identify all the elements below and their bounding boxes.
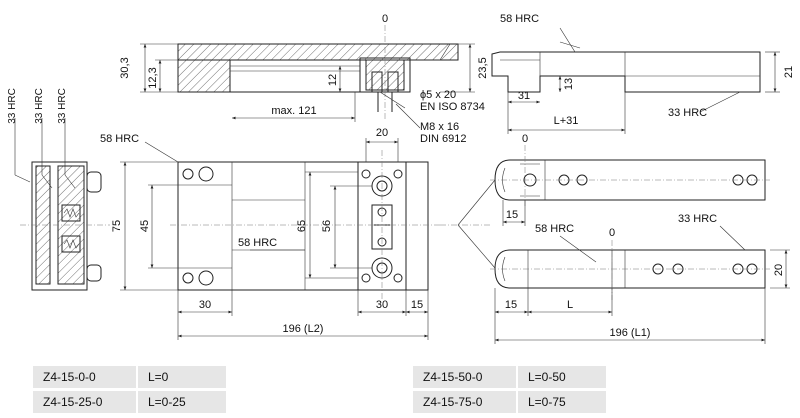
label-hrc33-b: 33 HRC xyxy=(34,88,45,124)
table-row-1-model: Z4-15-0-0 xyxy=(33,366,136,388)
label-pin-spec: ϕ5 x 20 xyxy=(420,89,456,101)
label-dim-13: 13 xyxy=(563,78,575,90)
label-dim-12-3: 12,3 xyxy=(147,67,159,88)
label-hrc58-top-right: 58 HRC xyxy=(500,13,539,25)
side-view-top-right xyxy=(491,27,780,134)
label-dim-20-top: 20 xyxy=(376,127,388,139)
table-row-1-range: L=0 xyxy=(138,366,226,388)
label-dim-15-rod-1: 15 xyxy=(506,209,518,221)
rod-view-2 xyxy=(490,225,790,344)
label-dim-45: 45 xyxy=(139,220,151,232)
label-dim-20-rod-2: 20 xyxy=(773,264,785,276)
label-dim-21: 21 xyxy=(783,66,795,78)
label-dim-12: 12 xyxy=(327,74,339,86)
label-dim-65: 65 xyxy=(296,220,308,232)
label-screw-spec: M8 x 16 xyxy=(420,121,459,133)
table-row-2-model: Z4-15-25-0 xyxy=(33,391,136,413)
label-hrc33-c: 33 HRC xyxy=(57,88,68,124)
label-dim-l-rod-2: L xyxy=(567,299,573,311)
table-row-2-range: L=0-25 xyxy=(138,391,226,413)
top-bar-upper xyxy=(177,43,459,61)
label-zero-rod-2: 0 xyxy=(609,227,615,239)
label-l2: 196 (L2) xyxy=(283,323,324,335)
label-hrc58-plan: 58 HRC xyxy=(100,133,139,145)
label-dim-75: 75 xyxy=(111,220,123,232)
section-view-top xyxy=(140,25,475,129)
label-dim-31: 31 xyxy=(518,90,530,102)
label-hrc33-rod-2: 33 HRC xyxy=(678,213,717,225)
label-hrc58-rod-2: 58 HRC xyxy=(535,223,574,235)
top-bar-lower-block xyxy=(177,59,231,93)
label-dim-15-rod-2: 15 xyxy=(505,299,517,311)
label-l1: 196 (L1) xyxy=(610,327,651,339)
label-l-plus-31: L+31 xyxy=(554,115,579,127)
label-hrc33-top-right: 33 HRC xyxy=(668,107,707,119)
label-hrc33-a: 33 HRC xyxy=(7,88,18,124)
table-row-4-model: Z4-15-75-0 xyxy=(413,391,516,413)
table-row-4-range: L=0-75 xyxy=(518,391,606,413)
label-zero-top: 0 xyxy=(382,13,388,25)
label-dim-15-plan: 15 xyxy=(411,299,423,311)
plan-view xyxy=(120,138,490,340)
label-max-121: max. 121 xyxy=(271,105,316,117)
rod-view-1 xyxy=(457,145,770,269)
label-hrc58-mid: 58 HRC xyxy=(238,237,277,249)
table-row-3-model: Z4-15-50-0 xyxy=(413,366,516,388)
label-dim-56: 56 xyxy=(321,220,333,232)
table-row-3-range: L=0-50 xyxy=(518,366,606,388)
label-screw-standard: DIN 6912 xyxy=(420,133,466,145)
label-zero-rod-1: 0 xyxy=(522,133,528,145)
label-dim-30-3: 30,3 xyxy=(119,57,131,78)
side-section-left xyxy=(14,118,110,291)
label-pin-standard: EN ISO 8734 xyxy=(420,101,485,113)
label-dim-30-b: 30 xyxy=(376,299,388,311)
label-dim-30-a: 30 xyxy=(199,299,211,311)
label-dim-23-5: 23,5 xyxy=(477,57,489,78)
